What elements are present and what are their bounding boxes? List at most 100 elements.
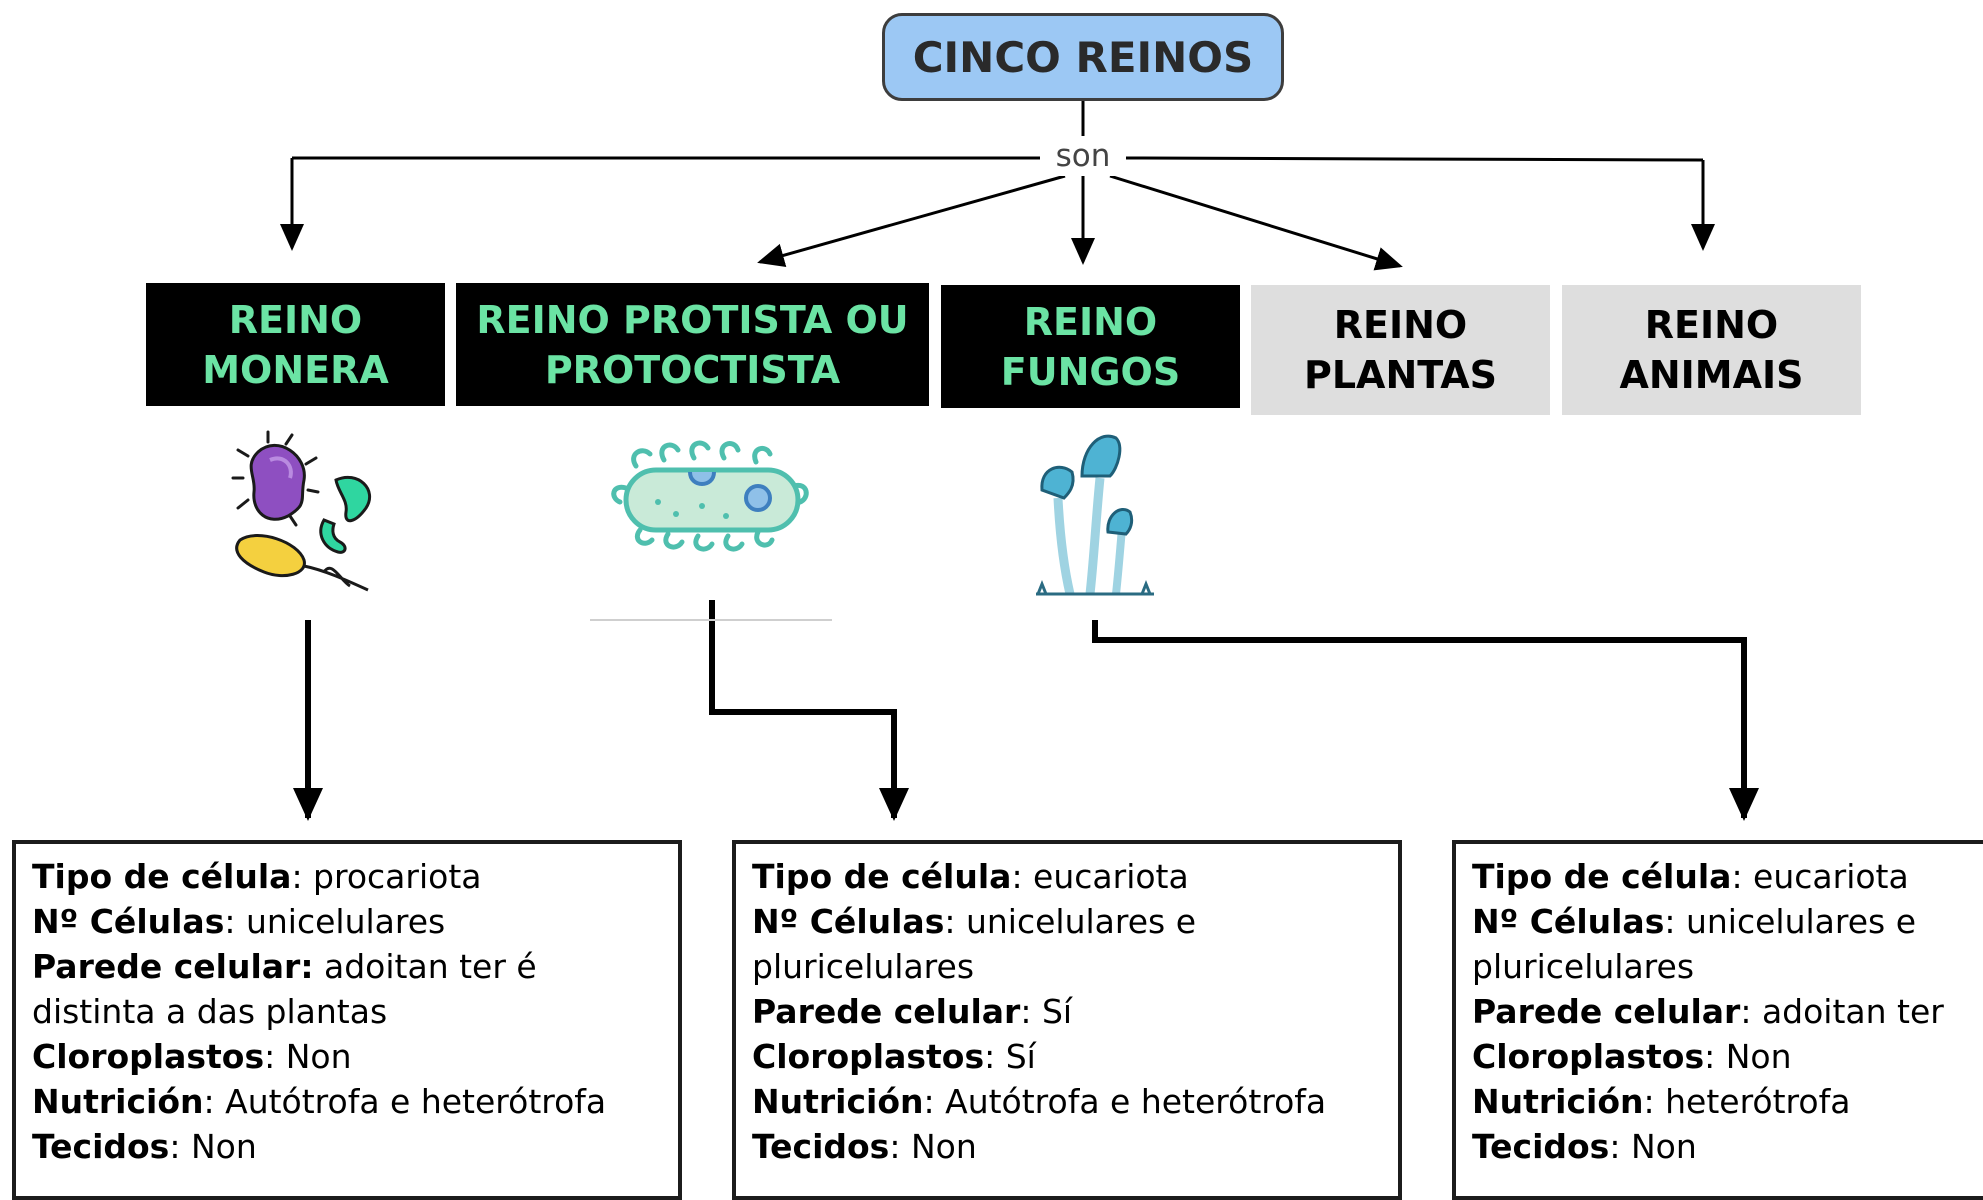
kingdom-plantas: REINO PLANTAS (1251, 285, 1550, 415)
info-row-cell-count: Nº Células: unicelulares e pluricelulare… (752, 899, 1382, 989)
info-row-chloroplasts: Cloroplastos: Non (1472, 1034, 1979, 1079)
row-label: Nº Células (32, 902, 225, 941)
row-value: eucariota (1033, 857, 1189, 896)
row-label: Cloroplastos (1472, 1037, 1705, 1076)
row-value: unicelulares e pluricelulares (1472, 902, 1917, 986)
row-value: adoitan ter (1761, 992, 1944, 1031)
row-label: Tipo de célula (752, 857, 1012, 896)
kingdom-line2: PROTOCTISTA (544, 347, 841, 392)
row-value: Sí (1005, 1037, 1036, 1076)
kingdom-line1: REINO (1023, 299, 1158, 344)
info-row-nutrition: Nutrición: Autótrofa e heterótrofa (752, 1079, 1382, 1124)
protist-icon (611, 440, 809, 552)
info-row-chloroplasts: Cloroplastos: Non (32, 1034, 662, 1079)
row-label: Tecidos (32, 1127, 170, 1166)
info-row-cell-type: Tipo de célula: eucariota (1472, 854, 1979, 899)
row-label: Parede celular (752, 992, 1021, 1031)
row-separator: : (923, 1082, 946, 1121)
row-label: Tipo de célula (32, 857, 292, 896)
info-row-cell-count: Nº Células: unicelulares (32, 899, 662, 944)
row-label: Nº Células (752, 902, 945, 941)
row-separator: : (1664, 902, 1686, 941)
row-separator: : (169, 1127, 191, 1166)
row-value: adoitan ter é distinta a das plantas (32, 947, 537, 1031)
kingdom-line2: ANIMAIS (1619, 353, 1804, 397)
kingdom-line1: REINO PROTISTA OU (476, 297, 909, 342)
row-separator: : (1740, 992, 1762, 1031)
row-label: Nutrición (32, 1082, 204, 1121)
row-value: procariota (313, 857, 482, 896)
row-separator: : (1731, 857, 1754, 896)
bacteria-icon (231, 430, 372, 592)
row-label: Cloroplastos (752, 1037, 985, 1076)
row-value: Autótrofa e heterótrofa (225, 1082, 607, 1121)
mushroom-icon (1036, 434, 1154, 596)
row-separator: : (984, 1037, 1006, 1076)
row-separator: : (264, 1037, 286, 1076)
root-title: CINCO REINOS (912, 32, 1254, 82)
root-node: CINCO REINOS (882, 13, 1284, 101)
info-row-nutrition: Nutrición: Autótrofa e heterótrofa (32, 1079, 662, 1124)
row-label: Nutrición (752, 1082, 924, 1121)
row-separator: : (291, 857, 314, 896)
arrow-to-protista (757, 174, 1066, 268)
info-row-cell-type: Tipo de célula: eucariota (752, 854, 1382, 899)
row-value: Non (190, 1127, 257, 1166)
kingdom-monera: REINO MONERA (146, 283, 445, 406)
kingdom-line2: PLANTAS (1303, 353, 1498, 397)
row-label: Tecidos (752, 1127, 890, 1166)
row-value: Sí (1041, 992, 1073, 1031)
info-card-fungos: Tipo de célula: eucariota Nº Células: un… (1452, 840, 1983, 1200)
info-row-cell-count: Nº Células: unicelulares e pluricelulare… (1472, 899, 1979, 989)
kingdom-line1: REINO (1333, 303, 1468, 347)
info-row-tissues: Tecidos: Non (1472, 1124, 1979, 1169)
arrow-protista-card (709, 600, 909, 821)
kingdom-line1: REINO (228, 297, 363, 342)
kingdom-line2: MONERA (202, 347, 389, 392)
row-value: eucariota (1753, 857, 1909, 896)
row-value: Non (1630, 1127, 1697, 1166)
row-value: Non (285, 1037, 352, 1076)
info-row-tissues: Tecidos: Non (32, 1124, 662, 1169)
connector-label: son (1040, 136, 1126, 176)
row-separator: : (1609, 1127, 1631, 1166)
info-card-protista: Tipo de célula: eucariota Nº Células: un… (732, 840, 1402, 1200)
row-label: Cloroplastos (32, 1037, 265, 1076)
info-row-cell-wall: Parede celular: adoitan ter é distinta a… (32, 944, 662, 1034)
row-separator: : (944, 902, 966, 941)
info-row-cell-wall: Parede celular: Sí (752, 989, 1382, 1034)
row-value: heterótrofa (1665, 1082, 1851, 1121)
row-label: Tipo de célula (1472, 857, 1732, 896)
row-separator: : (1643, 1082, 1666, 1121)
row-separator: : (1704, 1037, 1726, 1076)
row-separator: : (1011, 857, 1034, 896)
row-value: unicelulares e pluricelulares (752, 902, 1197, 986)
arrow-to-plantas (1109, 174, 1403, 271)
row-separator: : (224, 902, 246, 941)
kingdom-line2: FUNGOS (1000, 349, 1181, 394)
kingdom-fungos: REINO FUNGOS (941, 285, 1240, 408)
row-separator: : (203, 1082, 226, 1121)
row-separator: : (889, 1127, 911, 1166)
info-card-monera: Tipo de célula: procariota Nº Células: u… (12, 840, 682, 1200)
row-separator (314, 947, 325, 986)
info-row-tissues: Tecidos: Non (752, 1124, 1382, 1169)
row-label: Parede celular: (32, 947, 314, 986)
row-value: unicelulares (245, 902, 446, 941)
kingdom-protista: REINO PROTISTA OU PROTOCTISTA (456, 283, 929, 406)
arrow-fungos-card (1092, 620, 1759, 821)
row-value: Non (910, 1127, 977, 1166)
row-label: Parede celular (1472, 992, 1741, 1031)
kingdom-animais: REINO ANIMAIS (1562, 285, 1861, 415)
row-value: Non (1725, 1037, 1792, 1076)
info-row-cell-wall: Parede celular: adoitan ter (1472, 989, 1979, 1034)
row-label: Nº Células (1472, 902, 1665, 941)
row-separator: : (1020, 992, 1042, 1031)
row-label: Nutrición (1472, 1082, 1644, 1121)
info-row-chloroplasts: Cloroplastos: Sí (752, 1034, 1382, 1079)
info-row-cell-type: Tipo de célula: procariota (32, 854, 662, 899)
info-row-nutrition: Nutrición: heterótrofa (1472, 1079, 1979, 1124)
row-value: Autótrofa e heterótrofa (945, 1082, 1327, 1121)
kingdom-line1: REINO (1644, 303, 1779, 347)
